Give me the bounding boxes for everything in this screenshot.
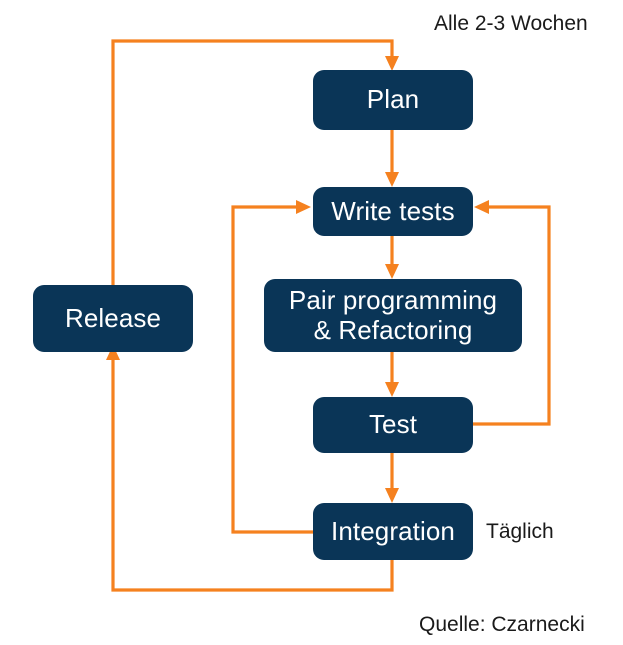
arrowhead-into-release bbox=[106, 345, 120, 360]
arrowhead-into-pair bbox=[385, 264, 399, 279]
arrowhead-into-write-right bbox=[474, 200, 489, 214]
arrowhead-into-write-left bbox=[296, 200, 311, 214]
arrowhead-into-write-top bbox=[385, 172, 399, 187]
node-release[interactable]: Release bbox=[33, 285, 193, 352]
edge-release-to-plan bbox=[111, 39, 394, 285]
arrowhead-into-plan bbox=[385, 56, 399, 71]
caption-source: Quelle: Czarnecki bbox=[419, 613, 585, 636]
arrowhead-into-test bbox=[385, 382, 399, 397]
node-integration[interactable]: Integration bbox=[313, 503, 473, 560]
node-test[interactable]: Test bbox=[313, 397, 473, 453]
node-write-tests[interactable]: Write tests bbox=[313, 187, 473, 236]
edge-integration-to-write bbox=[231, 205, 313, 534]
arrowhead-into-integration bbox=[385, 488, 399, 503]
caption-cadence-daily: Täglich bbox=[486, 520, 554, 543]
edge-integration-to-release bbox=[111, 352, 394, 592]
caption-cadence-iteration: Alle 2-3 Wochen bbox=[434, 12, 588, 35]
node-pair-programming-refactoring[interactable]: Pair programming & Refactoring bbox=[264, 279, 522, 352]
node-plan[interactable]: Plan bbox=[313, 70, 473, 130]
edge-test-to-write bbox=[473, 205, 551, 426]
